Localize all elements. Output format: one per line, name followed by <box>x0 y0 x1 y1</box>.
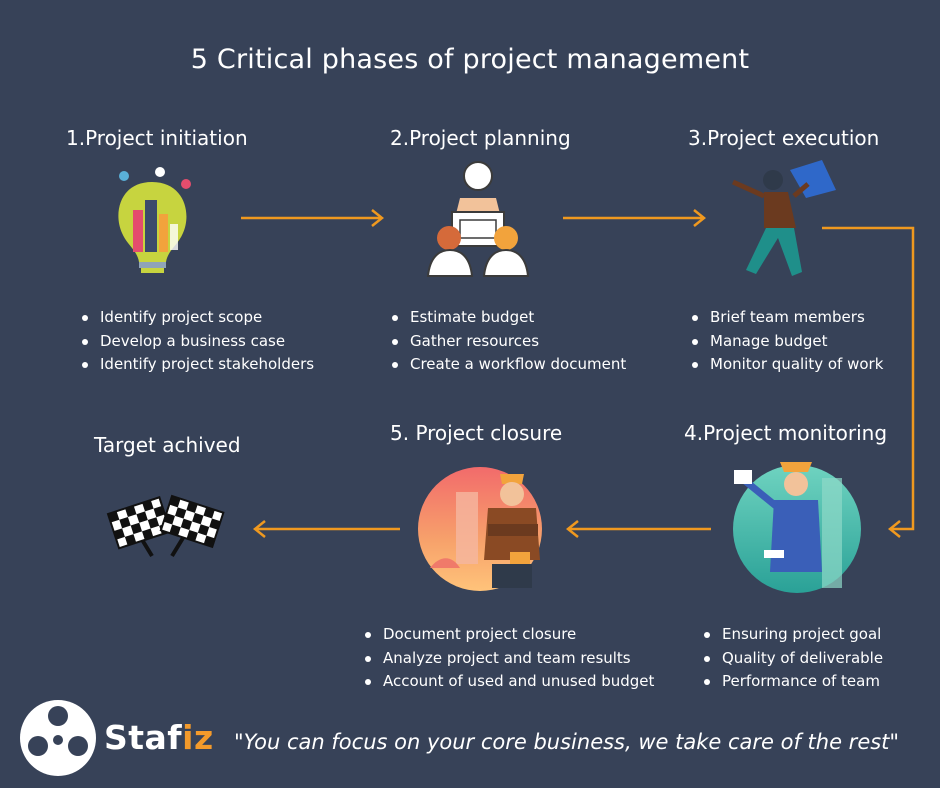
list-item: Estimate budget <box>390 306 626 330</box>
list-item: Develop a business case <box>80 330 314 354</box>
brand-name-part1: Staf <box>104 718 183 757</box>
page-title: 5 Critical phases of project management <box>190 44 750 75</box>
arrow-2-to-3 <box>563 209 707 227</box>
phase-3-list: Brief team members Manage budget Monitor… <box>690 306 883 377</box>
lightbulb-city-icon <box>118 167 191 273</box>
executive-pointing-icon <box>731 160 836 276</box>
phase-4-list: Ensuring project goal Quality of deliver… <box>702 623 883 694</box>
arrow-1-to-2 <box>241 209 385 227</box>
phase-2-title: 2.Project planning <box>390 126 571 150</box>
target-title: Target achived <box>94 433 241 457</box>
brand-name-part2: iz <box>182 718 214 757</box>
phase-3-title: 3.Project execution <box>688 126 880 150</box>
list-item: Analyze project and team results <box>363 647 654 671</box>
phase-1-title: 1.Project initiation <box>66 126 248 150</box>
list-item: Ensuring project goal <box>702 623 883 647</box>
stafiz-logo-icon <box>20 700 96 776</box>
list-item: Identify project scope <box>80 306 314 330</box>
phase-2-list: Estimate budget Gather resources Create … <box>390 306 626 377</box>
list-item: Account of used and unused budget <box>363 670 654 694</box>
phase-4-title: 4.Project monitoring <box>684 421 888 445</box>
brand-name: Stafiz <box>104 718 214 757</box>
list-item: Identify project stakeholders <box>80 353 314 377</box>
list-item: Document project closure <box>363 623 654 647</box>
arrow-5-to-target <box>252 520 400 538</box>
list-item: Brief team members <box>690 306 883 330</box>
planning-team-icon <box>426 161 530 277</box>
phase-5-title: 5. Project closure <box>390 421 563 445</box>
list-item: Monitor quality of work <box>690 353 883 377</box>
phase-1-list: Identify project scope Develop a busines… <box>80 306 314 377</box>
list-item: Gather resources <box>390 330 626 354</box>
list-item: Manage budget <box>690 330 883 354</box>
list-item: Create a workflow document <box>390 353 626 377</box>
arrow-4-to-5 <box>565 520 711 538</box>
phase-5-list: Document project closure Analyze project… <box>363 623 654 694</box>
arrow-3-to-4 <box>822 226 915 538</box>
list-item: Performance of team <box>702 670 883 694</box>
tagline: "You can focus on your core business, we… <box>234 730 900 754</box>
monitoring-worker-icon <box>733 462 861 593</box>
list-item: Quality of deliverable <box>702 647 883 671</box>
closure-worker-icon <box>418 467 542 591</box>
checkered-flags-icon <box>106 494 225 558</box>
